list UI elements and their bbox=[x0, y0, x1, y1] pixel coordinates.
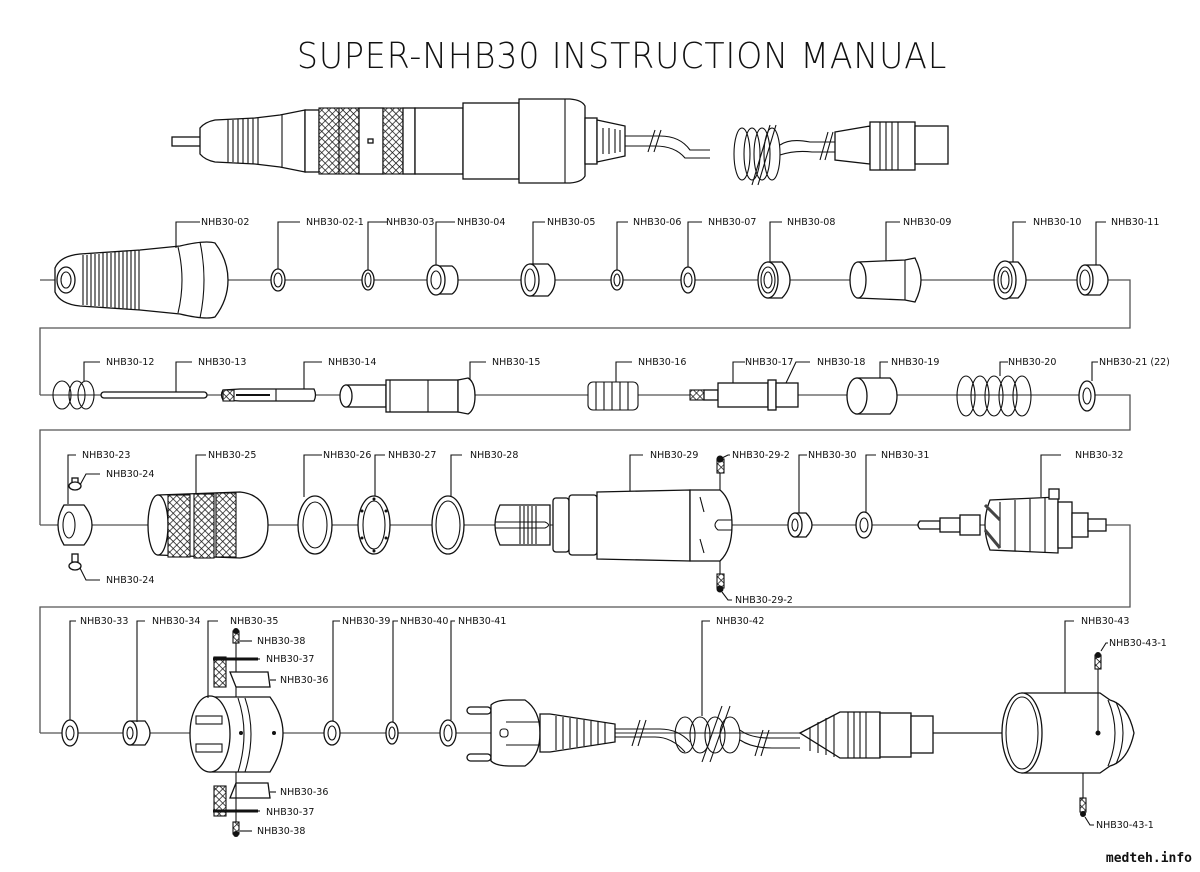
label-nhb30-11: NHB30-11 bbox=[1111, 217, 1159, 228]
label-nhb30-38-bottom: NHB30-38 bbox=[257, 826, 305, 837]
assembled-handpiece bbox=[171, 98, 949, 186]
label-nhb30-39: NHB30-39 bbox=[342, 616, 390, 627]
label-nhb30-29-2-top: NHB30-29-2 bbox=[732, 450, 790, 461]
row-4: NHB30-33 NHB30-34 NHB30-35 NHB30-38 NHB3… bbox=[40, 616, 1167, 837]
label-nhb30-02: NHB30-02 bbox=[201, 217, 249, 228]
label-nhb30-13: NHB30-13 bbox=[198, 357, 246, 368]
row-1: NHB30-02 NHB30-02-1 NHB30-03 NHB30-04 NH… bbox=[39, 217, 1159, 395]
label-nhb30-32: NHB30-32 bbox=[1075, 450, 1123, 461]
label-nhb30-21-22: NHB30-21 (22) bbox=[1099, 357, 1170, 368]
part-nhb30-42 bbox=[466, 699, 934, 767]
label-nhb30-36-bottom: NHB30-36 bbox=[280, 787, 328, 798]
label-nhb30-16: NHB30-16 bbox=[638, 357, 686, 368]
label-nhb30-08: NHB30-08 bbox=[787, 217, 835, 228]
label-nhb30-37-bottom: NHB30-37 bbox=[266, 807, 314, 818]
row-3: NHB30-23 NHB30-24 NHB30-24 NHB30-25 NHB3… bbox=[39, 450, 1131, 733]
label-nhb30-14: NHB30-14 bbox=[328, 357, 376, 368]
label-nhb30-29-2-bottom: NHB30-29-2 bbox=[735, 595, 793, 606]
part-nhb30-29 bbox=[494, 489, 733, 562]
label-nhb30-20: NHB30-20 bbox=[1008, 357, 1056, 368]
label-nhb30-19: NHB30-19 bbox=[891, 357, 939, 368]
label-nhb30-36-top: NHB30-36 bbox=[280, 675, 328, 686]
part-nhb30-43 bbox=[1001, 652, 1135, 817]
label-nhb30-40: NHB30-40 bbox=[400, 616, 448, 627]
label-nhb30-03: NHB30-03 bbox=[386, 217, 434, 228]
label-nhb30-07: NHB30-07 bbox=[708, 217, 756, 228]
label-nhb30-05: NHB30-05 bbox=[547, 217, 595, 228]
label-nhb30-10: NHB30-10 bbox=[1033, 217, 1081, 228]
label-nhb30-26: NHB30-26 bbox=[323, 450, 371, 461]
part-nhb30-35 bbox=[189, 695, 284, 773]
label-nhb30-33: NHB30-33 bbox=[80, 616, 128, 627]
label-nhb30-37-top: NHB30-37 bbox=[266, 654, 314, 665]
label-nhb30-27: NHB30-27 bbox=[388, 450, 436, 461]
label-nhb30-15: NHB30-15 bbox=[492, 357, 540, 368]
manual-title: SUPER-NHB30 INSTRUCTION MANUAL bbox=[296, 36, 948, 77]
label-nhb30-25: NHB30-25 bbox=[208, 450, 256, 461]
label-nhb30-43-1-bottom: NHB30-43-1 bbox=[1096, 820, 1154, 831]
label-nhb30-06: NHB30-06 bbox=[633, 217, 681, 228]
label-nhb30-04: NHB30-04 bbox=[457, 217, 505, 228]
label-nhb30-38-top: NHB30-38 bbox=[257, 636, 305, 647]
label-nhb30-12: NHB30-12 bbox=[106, 357, 154, 368]
part-nhb30-02 bbox=[54, 241, 229, 319]
label-nhb30-35: NHB30-35 bbox=[230, 616, 278, 627]
label-nhb30-29: NHB30-29 bbox=[650, 450, 698, 461]
label-nhb30-34: NHB30-34 bbox=[152, 616, 200, 627]
label-nhb30-18: NHB30-18 bbox=[817, 357, 865, 368]
watermark: medteh.info bbox=[1105, 851, 1192, 866]
label-nhb30-31: NHB30-31 bbox=[881, 450, 929, 461]
label-nhb30-23: NHB30-23 bbox=[82, 450, 130, 461]
label-nhb30-17: NHB30-17 bbox=[745, 357, 793, 368]
label-nhb30-42: NHB30-42 bbox=[716, 616, 764, 627]
label-nhb30-30: NHB30-30 bbox=[808, 450, 856, 461]
label-nhb30-02-1: NHB30-02-1 bbox=[306, 217, 364, 228]
label-nhb30-24-bottom: NHB30-24 bbox=[106, 575, 154, 586]
part-nhb30-32 bbox=[917, 488, 1107, 554]
label-nhb30-24-top: NHB30-24 bbox=[106, 469, 154, 480]
row-2: NHB30-12 NHB30-13 NHB30-14 NHB30-15 NHB3… bbox=[39, 357, 1170, 525]
label-nhb30-41: NHB30-41 bbox=[458, 616, 506, 627]
label-nhb30-43: NHB30-43 bbox=[1081, 616, 1129, 627]
label-nhb30-43-1-top: NHB30-43-1 bbox=[1109, 638, 1167, 649]
label-nhb30-28: NHB30-28 bbox=[470, 450, 518, 461]
label-nhb30-09: NHB30-09 bbox=[903, 217, 951, 228]
